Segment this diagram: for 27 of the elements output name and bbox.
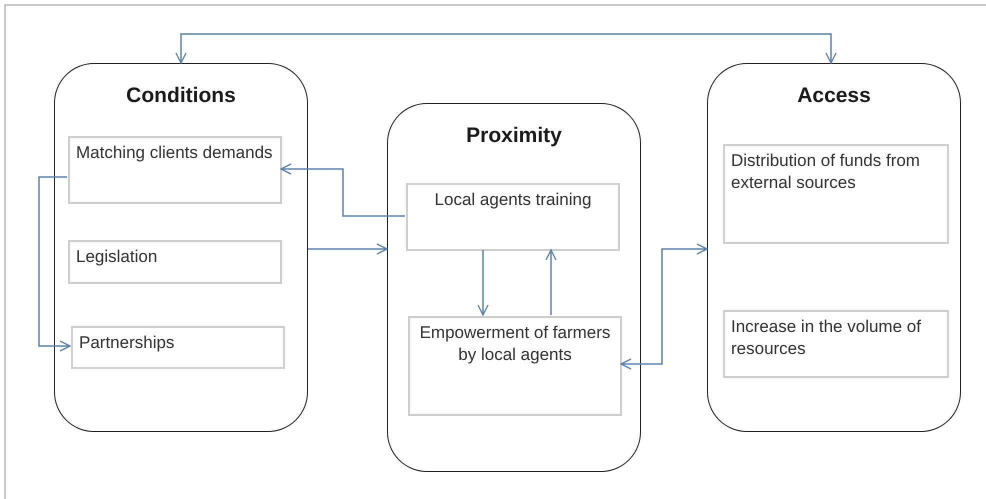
process-box: [723, 144, 949, 244]
rounded-panel: [707, 63, 961, 432]
arrow: [620, 243, 708, 370]
rounded-panel: [54, 63, 308, 432]
arrow: [175, 33, 837, 64]
arrow: [545, 249, 557, 315]
arrow: [280, 163, 405, 217]
rounded-panel: [387, 103, 641, 472]
box-text: Matching clients demands: [76, 143, 273, 162]
panel-heading: Conditions: [126, 84, 236, 108]
process-box: [408, 316, 622, 416]
box-text: Distribution of funds from external sources: [731, 151, 920, 192]
process-box: [723, 310, 949, 378]
box-text: Local agents training: [434, 190, 592, 209]
box-text: Empowerment of farmers by local agents: [420, 323, 610, 364]
arrow: [477, 250, 489, 316]
process-box: [71, 326, 285, 369]
process-box: [68, 240, 282, 284]
box-text: Legislation: [76, 247, 158, 266]
panel-heading: Proximity: [466, 124, 562, 148]
arrow: [308, 243, 388, 255]
arrow: [38, 176, 71, 352]
process-box: [406, 183, 620, 251]
box-text: Partnerships: [79, 333, 174, 352]
panel-heading: Access: [797, 84, 871, 108]
process-box: [68, 136, 282, 204]
box-text: Increase in the volume of resources: [731, 317, 921, 358]
